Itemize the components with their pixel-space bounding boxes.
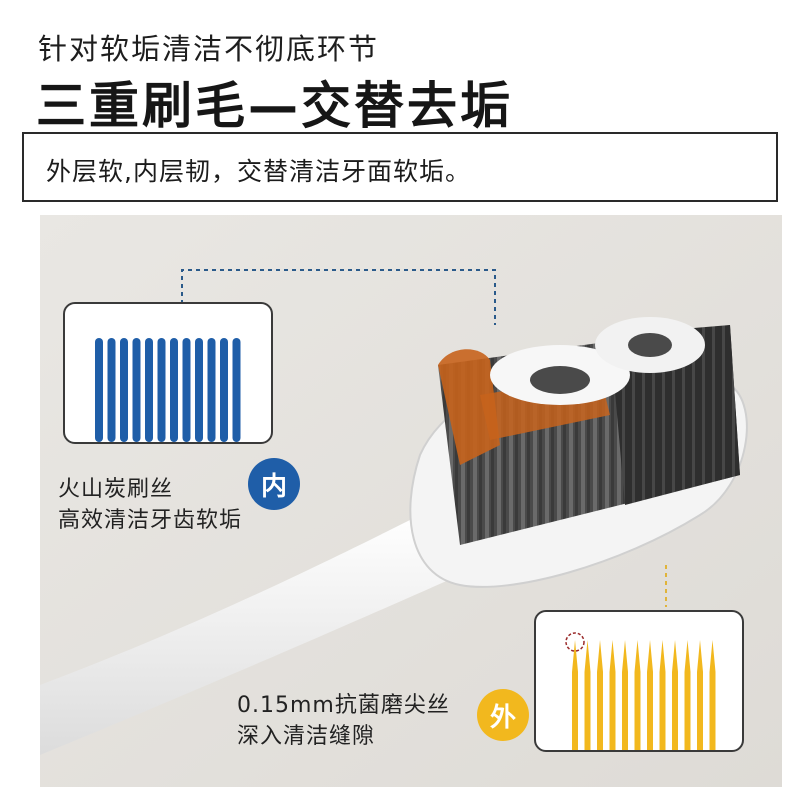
inner-bristle bbox=[157, 338, 166, 442]
inner-bristle bbox=[220, 338, 228, 442]
outer-bristle bbox=[647, 640, 653, 750]
inner-bristle bbox=[95, 338, 103, 442]
inner-bristle bbox=[132, 338, 141, 442]
outer-badge: 外 bbox=[477, 689, 529, 741]
inner-badge: 内 bbox=[248, 458, 300, 510]
inner-bristle bbox=[195, 338, 203, 442]
outer-bristle bbox=[634, 640, 641, 750]
outer-bristle bbox=[697, 640, 703, 750]
outer-caption-line1: 0.15mm抗菌磨尖丝 bbox=[237, 693, 450, 718]
inner-bristle bbox=[170, 338, 178, 442]
outer-bristle-graphic bbox=[565, 632, 716, 750]
toothbrush-illustration bbox=[40, 215, 782, 787]
inner-connector-line bbox=[181, 269, 496, 325]
tip-highlight-circle bbox=[565, 632, 585, 652]
inner-bristle-inset bbox=[63, 302, 273, 444]
inner-bristle bbox=[232, 338, 241, 442]
inner-bristle bbox=[207, 338, 216, 442]
outer-bristle bbox=[709, 640, 716, 750]
inner-bristle-graphic bbox=[95, 338, 241, 442]
outer-caption-line2: 深入清洁缝隙 bbox=[237, 724, 376, 749]
outer-bristle bbox=[622, 640, 628, 750]
toothbrush-photo bbox=[40, 215, 782, 787]
outer-caption: 0.15mm抗菌磨尖丝 深入清洁缝隙 bbox=[237, 690, 450, 752]
inner-bristle bbox=[145, 338, 153, 442]
description-text: 外层软,内层韧，交替清洁牙面软垢。 bbox=[46, 157, 471, 186]
outer-bristle bbox=[584, 640, 591, 750]
inner-bristle bbox=[182, 338, 191, 442]
outer-bristle-inset bbox=[534, 610, 744, 752]
toothbrush-handle bbox=[40, 515, 460, 755]
inner-bristle bbox=[120, 338, 128, 442]
outer-bristle bbox=[672, 640, 678, 750]
outer-bristle bbox=[684, 640, 691, 750]
page-title: 三重刷毛—交替去垢 bbox=[36, 77, 513, 135]
inner-caption-line2: 高效清洁牙齿软垢 bbox=[58, 508, 243, 533]
outer-bristle bbox=[572, 640, 578, 750]
outer-bristle bbox=[659, 640, 666, 750]
subtitle: 针对软垢清洁不彻底环节 bbox=[38, 32, 380, 66]
outer-bristle bbox=[597, 640, 603, 750]
inner-bristle bbox=[107, 338, 116, 442]
inner-caption-line1: 火山炭刷丝 bbox=[58, 477, 174, 502]
description-box: 外层软,内层韧，交替清洁牙面软垢。 bbox=[22, 132, 778, 202]
inner-caption: 火山炭刷丝 高效清洁牙齿软垢 bbox=[58, 474, 242, 536]
outer-bristle bbox=[609, 640, 616, 750]
